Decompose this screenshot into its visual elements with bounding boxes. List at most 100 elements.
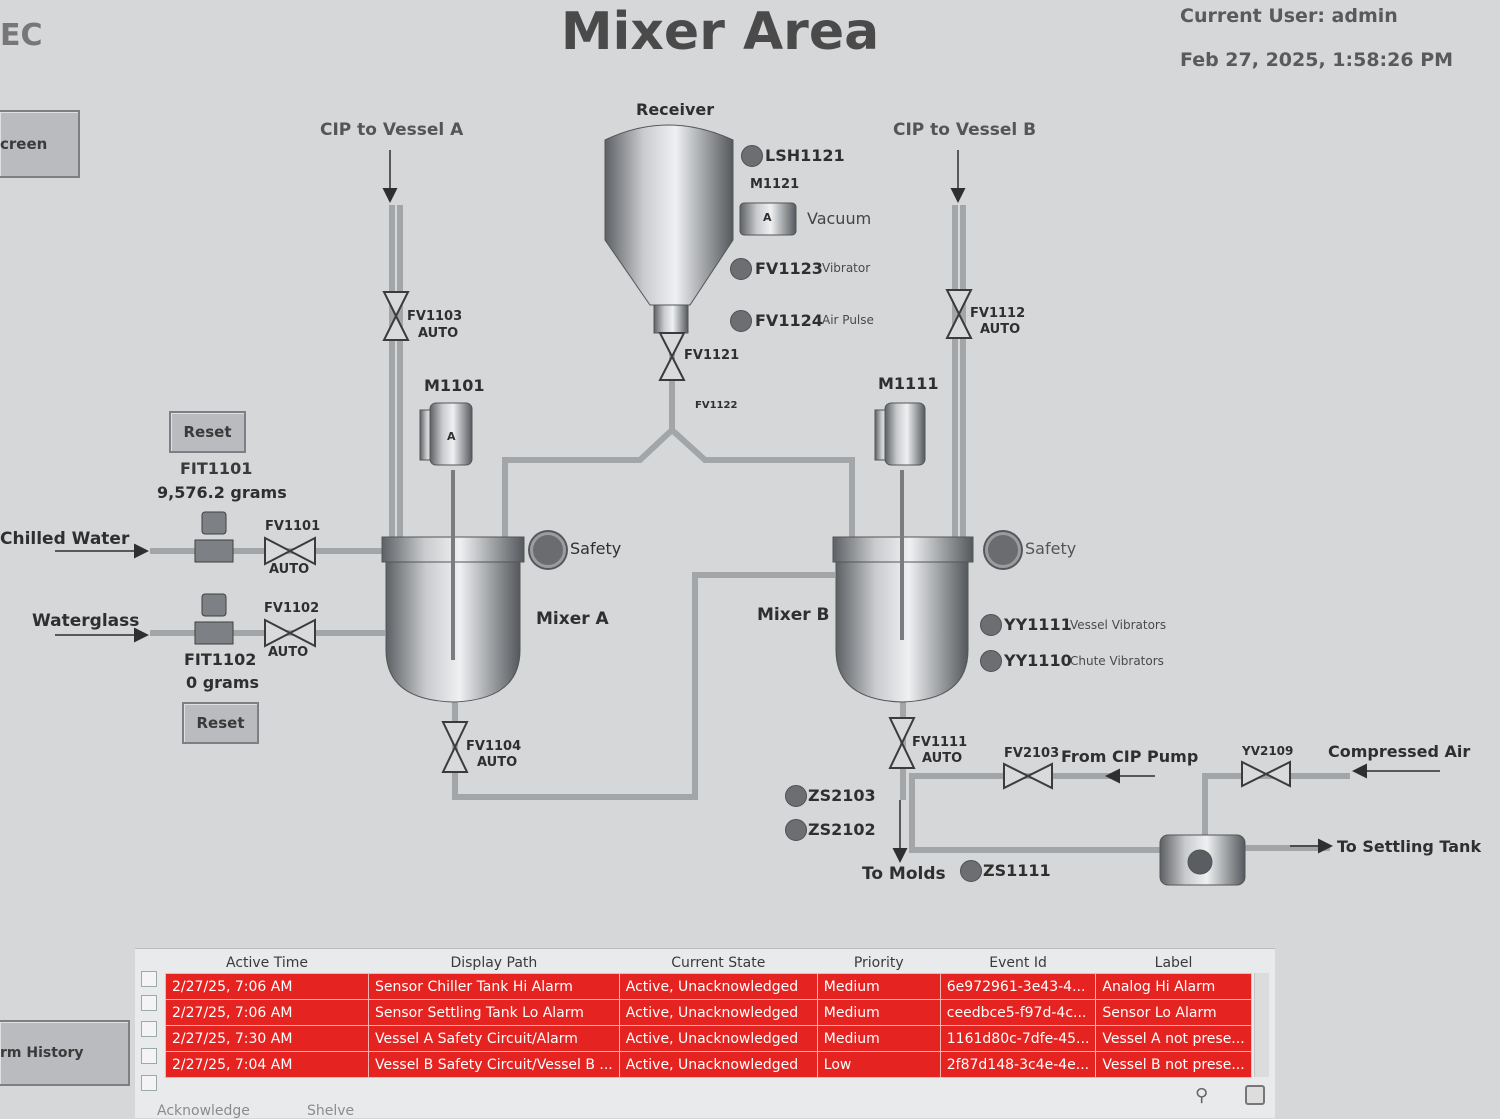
lsh1121-indicator[interactable] <box>741 145 763 167</box>
screen-nav-button[interactable]: creen <box>0 110 80 178</box>
receiver-hopper <box>604 124 734 334</box>
cell-path: Vessel A Safety Circuit/Alarm <box>368 1025 620 1052</box>
cell-state: Active, Unacknowledged <box>618 1025 818 1052</box>
m1101-motor-tag[interactable]: A <box>447 430 456 443</box>
yy1110-indicator[interactable] <box>980 650 1002 672</box>
vibrator-label: Vibrator <box>822 261 871 275</box>
m1111-label: M1111 <box>878 374 939 393</box>
cell-path: Sensor Settling Tank Lo Alarm <box>368 999 620 1026</box>
alarm-status-table: Active Time Display Path Current State P… <box>135 948 1275 1119</box>
cip-vessel-b-label: CIP to Vessel B <box>893 120 1037 140</box>
fv1124-indicator[interactable] <box>730 310 752 332</box>
col-event-id[interactable]: Event Id <box>940 953 1096 974</box>
cell-label: Analog Hi Alarm <box>1095 973 1252 1000</box>
fv1124-label: FV1124 <box>755 311 823 330</box>
fv1123-indicator[interactable] <box>730 258 752 280</box>
acknowledge-button[interactable]: Acknowledge <box>157 1103 250 1119</box>
cell-priority: Medium <box>816 999 941 1026</box>
mixer-b-vessel <box>832 470 974 703</box>
logo: EC <box>0 18 43 53</box>
page-title: Mixer Area <box>560 2 880 62</box>
yv2109-label[interactable]: YV2109 <box>1242 744 1294 758</box>
cell-label: Sensor Lo Alarm <box>1095 999 1252 1026</box>
to-settling-tank-label: To Settling Tank <box>1337 837 1482 856</box>
vacuum-motor-tag[interactable]: A <box>763 211 772 224</box>
fv1102-mode: AUTO <box>268 645 309 660</box>
fv1112-label[interactable]: FV1112 <box>970 306 1026 321</box>
table-row[interactable]: 2/27/25, 7:06 AM Sensor Settling Tank Lo… <box>165 999 1252 1026</box>
fv1111-label[interactable]: FV1111 <box>912 735 968 750</box>
cell-priority: Low <box>816 1051 941 1078</box>
alarm-table-scrollbar[interactable] <box>1254 973 1269 1077</box>
zs2102-label: ZS2102 <box>808 820 876 839</box>
cell-event: 6e972961-3e43-4... <box>939 973 1097 1000</box>
fit1101-label: FIT1101 <box>180 459 253 478</box>
alarm-history-button[interactable]: rm History <box>0 1020 130 1086</box>
row-checkbox[interactable] <box>141 1075 157 1091</box>
fv1102-label[interactable]: FV1102 <box>264 601 320 616</box>
fit1101-reset-button[interactable]: Reset <box>169 411 246 453</box>
zs2102-indicator[interactable] <box>785 819 807 841</box>
fv1112-mode: AUTO <box>980 322 1021 337</box>
cell-label: Vessel A not prese... <box>1095 1025 1252 1052</box>
row-checkbox[interactable] <box>141 1048 157 1064</box>
fv1104-mode: AUTO <box>477 755 518 770</box>
col-active-time[interactable]: Active Time <box>165 953 369 974</box>
valve-icon <box>264 289 1291 790</box>
air-pulse-label: Air Pulse <box>822 313 874 327</box>
cell-state: Active, Unacknowledged <box>618 999 818 1026</box>
fit1102-reset-button[interactable]: Reset <box>182 702 259 744</box>
cell-time: 2/27/25, 7:04 AM <box>165 1051 369 1078</box>
motor-icon <box>419 202 926 466</box>
col-priority[interactable]: Priority <box>817 953 941 974</box>
shelve-button[interactable]: Shelve <box>307 1103 355 1119</box>
cell-priority: Medium <box>816 1025 941 1052</box>
fv1103-mode: AUTO <box>418 326 459 341</box>
row-checkbox[interactable] <box>141 995 157 1011</box>
col-current-state[interactable]: Current State <box>619 953 818 974</box>
fit1101-value: 9,576.2 grams <box>157 483 287 502</box>
yy1111-indicator[interactable] <box>980 614 1002 636</box>
cell-time: 2/27/25, 7:30 AM <box>165 1025 369 1052</box>
row-checkbox[interactable] <box>141 1021 157 1037</box>
col-label[interactable]: Label <box>1095 953 1252 974</box>
pump-icon <box>1159 834 1246 886</box>
zs1111-label: ZS1111 <box>983 861 1051 880</box>
pipes <box>150 205 1350 853</box>
compressed-air-label: Compressed Air <box>1328 742 1471 761</box>
col-display-path[interactable]: Display Path <box>368 953 620 974</box>
fv1101-label[interactable]: FV1101 <box>265 519 321 534</box>
mixer-b-safety-indicator[interactable] <box>985 532 1021 568</box>
chilled-water-label: Chilled Water <box>0 529 130 549</box>
fv1104-label[interactable]: FV1104 <box>466 739 522 754</box>
current-user: Current User: admin <box>1180 5 1398 27</box>
fv1121-label[interactable]: FV1121 <box>684 348 740 363</box>
settings-icon[interactable] <box>1245 1085 1265 1105</box>
fv1123-label: FV1123 <box>755 259 823 278</box>
fv2103-label[interactable]: FV2103 <box>1004 746 1060 761</box>
cell-state: Active, Unacknowledged <box>618 1051 818 1078</box>
m1101-label: M1101 <box>424 376 485 395</box>
search-icon[interactable]: ⚲ <box>1195 1085 1209 1106</box>
from-cip-pump-label: From CIP Pump <box>1061 747 1199 766</box>
cell-state: Active, Unacknowledged <box>618 973 818 1000</box>
lsh1121-label: LSH1121 <box>765 146 845 165</box>
fv1103-label[interactable]: FV1103 <box>407 309 463 324</box>
table-row[interactable]: 2/27/25, 7:30 AM Vessel A Safety Circuit… <box>165 1025 1252 1052</box>
table-row[interactable]: 2/27/25, 7:04 AM Vessel B Safety Circuit… <box>165 1051 1252 1078</box>
table-row[interactable]: 2/27/25, 7:06 AM Sensor Chiller Tank Hi … <box>165 973 1252 1000</box>
cell-path: Vessel B Safety Circuit/Vessel B ... <box>368 1051 620 1078</box>
waterglass-label: Waterglass <box>32 611 140 631</box>
select-all-checkbox[interactable] <box>141 971 157 987</box>
table-header-row: Active Time Display Path Current State P… <box>165 953 1252 974</box>
zs1111-indicator[interactable] <box>960 860 982 882</box>
mixer-a-safety-indicator[interactable] <box>530 532 566 568</box>
zs2103-indicator[interactable] <box>785 785 807 807</box>
vessel-vibrators-label: Vessel Vibrators <box>1070 618 1167 632</box>
cell-time: 2/27/25, 7:06 AM <box>165 973 369 1000</box>
fv1122-label[interactable]: FV1122 <box>695 400 738 411</box>
zs2103-label: ZS2103 <box>808 786 876 805</box>
cell-event: 2f87d148-3c4e-4e... <box>939 1051 1097 1078</box>
mixer-b-label: Mixer B <box>757 605 830 625</box>
